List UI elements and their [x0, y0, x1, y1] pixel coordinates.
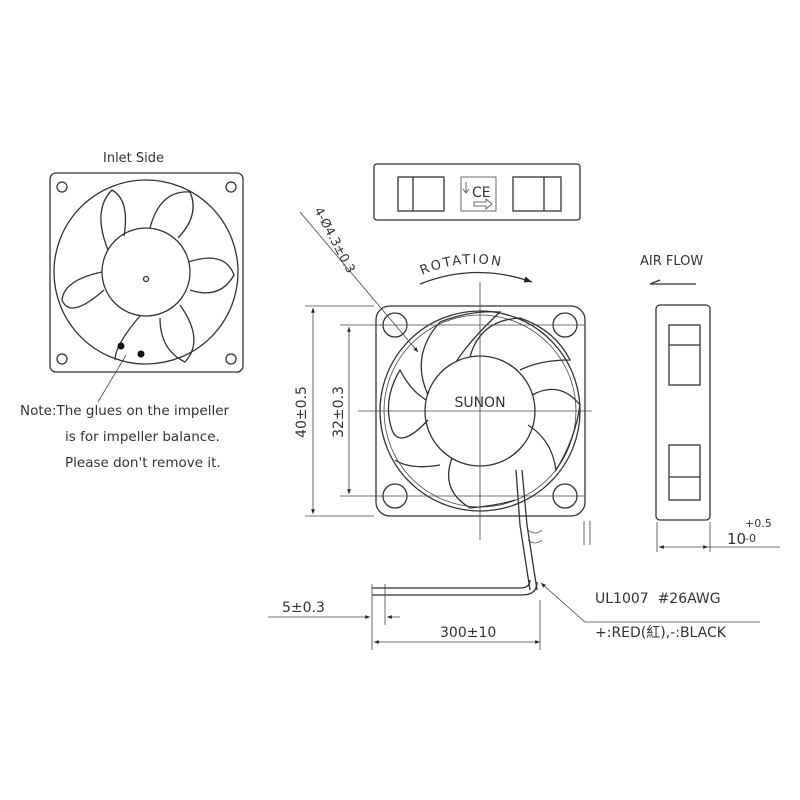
outer-dim: 40±0.5	[294, 386, 310, 438]
strip-dim: 5±0.3	[282, 600, 325, 616]
svg-text:ROTATION: ROTATION	[418, 252, 504, 278]
hole-pitch-dim: 32±0.3	[331, 386, 347, 438]
side-view: AIR FLOW 10 +0.5 -0	[640, 254, 780, 552]
thickness-upper-tol: +0.5	[745, 517, 772, 530]
impeller-blades	[387, 311, 581, 509]
wire-spec-line-1: UL1007 #26AWG	[595, 591, 721, 607]
down-arrow-icon	[462, 182, 470, 194]
thickness-lower-tol: -0	[745, 532, 756, 545]
inlet-blades	[61, 189, 235, 363]
inlet-mount-holes	[56, 181, 237, 365]
inlet-venturi	[53, 179, 239, 365]
spec-leader	[540, 582, 760, 623]
note-line-3: Please don't remove it.	[65, 455, 221, 471]
inlet-side-view: Inlet Side Note:The glues on the impelle…	[20, 151, 244, 471]
product-label: CE	[373, 163, 581, 221]
airflow-label: AIR FLOW	[640, 254, 703, 269]
front-view: ROTATION SUNON 4-Ø4.3±0.3 40±0.5	[294, 204, 592, 540]
inlet-side-title: Inlet Side	[103, 151, 164, 166]
note-line-1: Note:The glues on the impeller	[20, 403, 230, 419]
lead-wires: 5±0.3 300±10 UL1007 #26AWG +:RED(紅),-:BL…	[268, 469, 760, 650]
airflow-arrow-icon	[649, 279, 696, 285]
hole-dim-leader	[299, 211, 419, 353]
inlet-frame	[49, 172, 244, 373]
right-arrow-icon	[473, 198, 493, 210]
rotation-label: ROTATION	[418, 252, 502, 278]
hole-dim: 4-Ø4.3±0.3	[311, 204, 358, 275]
wire-spec-line-2: +:RED(紅),-:BLACK	[595, 625, 727, 641]
inlet-hub	[101, 227, 191, 317]
break-mark-icon	[527, 529, 543, 544]
glue-dot	[117, 342, 125, 350]
ce-mark: CE	[472, 185, 491, 201]
glue-dot	[137, 350, 145, 358]
thickness-nominal: 10	[727, 530, 746, 548]
length-dim: 300±10	[440, 625, 496, 641]
note-line-2: is for impeller balance.	[65, 429, 220, 445]
rotation-arrow-icon	[419, 271, 533, 285]
note-leader	[97, 354, 127, 403]
